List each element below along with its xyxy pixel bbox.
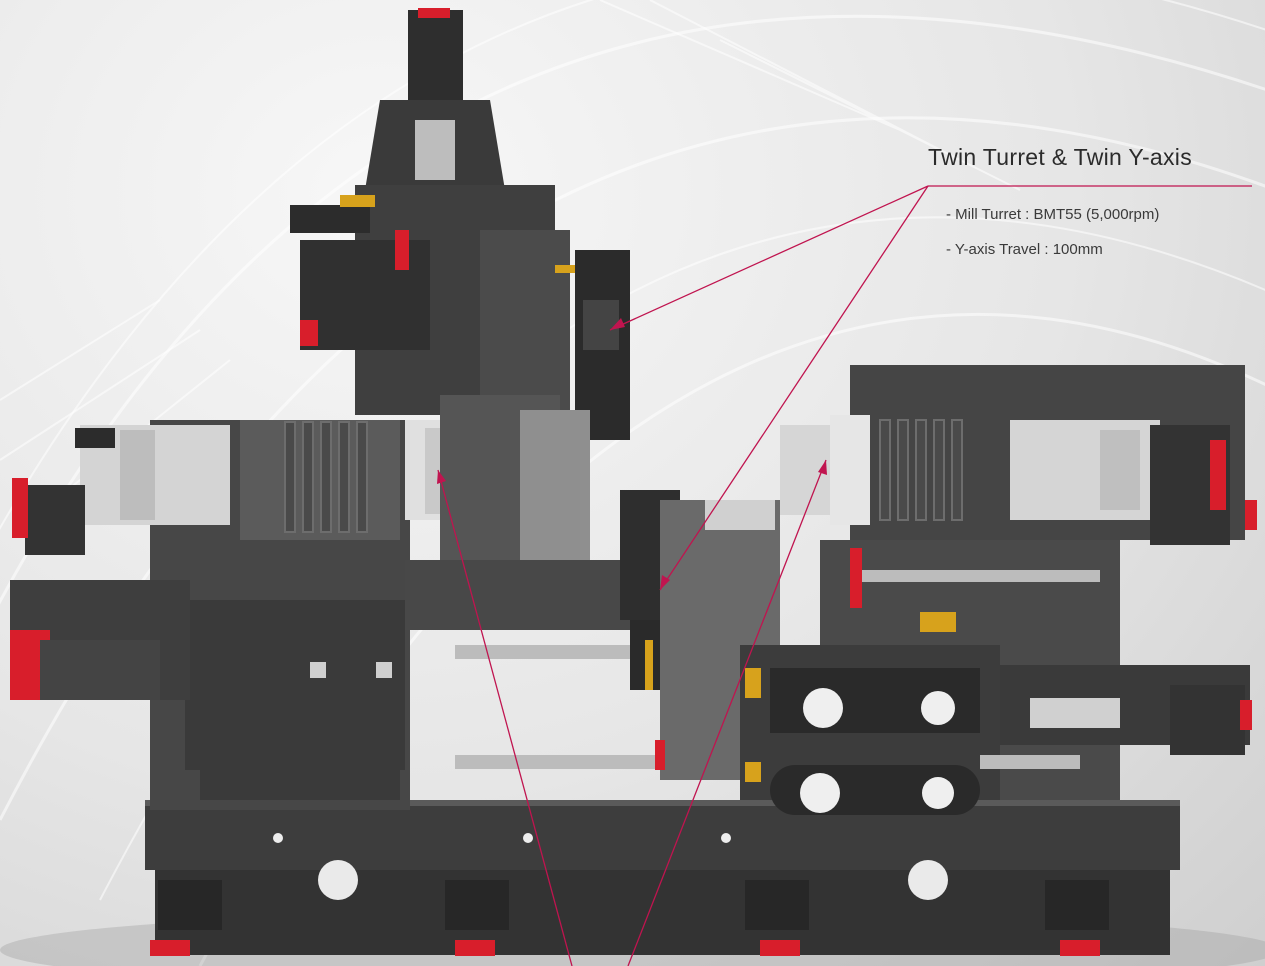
upper-turret — [290, 8, 630, 570]
callout-title: Twin Turret & Twin Y-axis — [928, 144, 1193, 170]
spec-mill-turret: - Mill Turret : BMT55 (5,000rpm) — [946, 206, 1160, 223]
left-headstock — [10, 420, 410, 810]
lower-turret — [405, 490, 780, 780]
lower-drive-unit — [740, 645, 1252, 815]
callout-leader-lines — [437, 185, 1252, 966]
spec-y-axis-travel: - Y-axis Travel : 100mm — [946, 241, 1103, 258]
arrowheads — [437, 318, 827, 590]
machine-base — [145, 800, 1180, 956]
